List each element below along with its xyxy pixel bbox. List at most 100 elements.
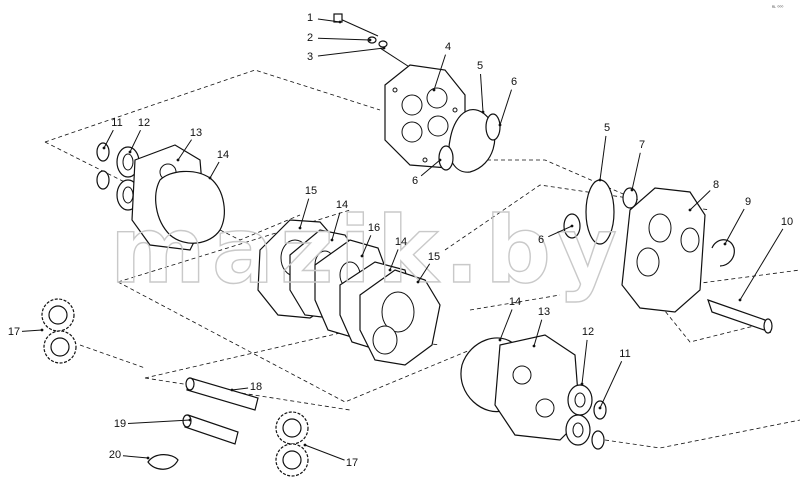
callout-c13b: 13 <box>532 306 550 348</box>
callout-label: 4 <box>445 41 451 53</box>
callout-leader-line <box>317 18 341 23</box>
callout-c11b: 11 <box>598 348 631 410</box>
callout-anchor-dot <box>360 254 364 258</box>
callout-anchor-dot <box>382 46 386 50</box>
callout-label: 14 <box>509 296 521 308</box>
callout-c15a: 15 <box>298 185 317 230</box>
callout-leader-line <box>689 190 711 211</box>
callout-leader-line <box>480 73 484 113</box>
callout-anchor-dot <box>580 382 584 386</box>
callout-anchor-dot <box>388 268 392 272</box>
callout-anchor-dot <box>368 38 372 42</box>
callout-anchor-dot <box>498 338 502 342</box>
callout-anchor-dot <box>176 158 180 162</box>
callout-anchor-dot <box>146 456 150 460</box>
callout-label: 14 <box>217 149 229 161</box>
callout-c6a: 6 <box>498 76 517 127</box>
callout-anchor-dot <box>102 146 106 150</box>
callout-c15b: 15 <box>416 251 440 284</box>
callout-leader-line <box>499 89 512 126</box>
callout-label: 11 <box>111 117 122 129</box>
callout-leader-line <box>299 198 310 229</box>
callout-label: 6 <box>412 175 418 187</box>
callout-leader-line <box>177 139 192 161</box>
callout-leader-line <box>533 319 543 347</box>
seal-rings-top <box>438 109 501 173</box>
callout-c8: 8 <box>688 179 719 212</box>
callout-leader-line <box>21 329 43 332</box>
callout-anchor-dot <box>570 224 574 228</box>
callout-c1: 1 <box>307 12 342 24</box>
callout-anchor-dot <box>432 88 436 92</box>
callout-label: 6 <box>511 76 517 88</box>
callout-anchor-dot <box>481 110 485 114</box>
callout-c9: 9 <box>723 196 751 246</box>
callout-c5a: 5 <box>477 60 485 114</box>
callout-c17b: 17 <box>303 443 358 469</box>
callout-anchor-dot <box>40 328 44 332</box>
callout-label: 1 <box>307 12 313 24</box>
callout-leader-line <box>599 135 607 181</box>
callout-label: 17 <box>346 457 358 469</box>
callout-anchor-dot <box>723 242 727 246</box>
front-cover-plate <box>384 64 466 169</box>
callout-anchor-dot <box>598 178 602 182</box>
callout-leader-line <box>389 249 399 271</box>
gear-pair-left <box>41 298 77 364</box>
callout-label: 12 <box>138 117 150 129</box>
callout-c20: 20 <box>109 449 150 461</box>
callout-label: 13 <box>538 306 550 318</box>
callout-c3: 3 <box>307 46 386 63</box>
callout-label: 20 <box>109 449 121 461</box>
callout-c6c: 6 <box>538 224 574 246</box>
callout-label: 12 <box>582 326 594 338</box>
callout-leader-line <box>420 159 441 177</box>
callout-label: 15 <box>305 185 317 197</box>
callout-leader-line <box>417 263 431 283</box>
callout-leader-line <box>122 455 149 459</box>
callout-label: 17 <box>8 326 20 338</box>
callout-c12a: 12 <box>128 117 150 154</box>
callout-anchor-dot <box>208 176 212 180</box>
callout-label: 7 <box>639 139 645 151</box>
callout-label: 16 <box>368 222 380 234</box>
callout-c14b: 14 <box>330 199 348 242</box>
callout-c5b: 5 <box>598 122 610 182</box>
callout-leader-line <box>548 225 573 238</box>
callout-label: 19 <box>114 418 126 430</box>
callout-c14c: 14 <box>388 236 407 272</box>
callout-leader-line <box>499 309 513 341</box>
callout-anchor-dot <box>688 208 692 212</box>
callout-leader-line <box>433 54 446 91</box>
callout-c12b: 12 <box>580 326 594 386</box>
callout-label: 3 <box>307 51 313 63</box>
callout-label: 11 <box>619 348 630 360</box>
callout-leader-line <box>129 129 141 153</box>
right-bearing-plate-group <box>460 334 607 450</box>
callout-label: 5 <box>604 122 610 134</box>
callout-c17a: 17 <box>8 326 44 338</box>
callout-c10: 10 <box>738 216 793 302</box>
callout-c14d: 14 <box>498 296 521 342</box>
callout-leader-line <box>581 339 588 385</box>
callout-anchor-dot <box>188 418 192 422</box>
callout-leader-line <box>127 419 191 425</box>
callout-c7: 7 <box>630 139 645 192</box>
callout-label: 5 <box>477 60 483 72</box>
callout-c14a: 14 <box>208 149 229 180</box>
callout-label: 14 <box>336 199 348 211</box>
callout-leader-line <box>331 212 341 241</box>
callout-c11a: 11 <box>102 117 123 150</box>
callout-label: 9 <box>745 196 751 208</box>
callout-label: 6 <box>538 234 544 246</box>
callout-label: 8 <box>713 179 719 191</box>
callout-leader-line <box>103 129 114 149</box>
corner-code: ᴿᴸ ⁰⁰⁰ <box>772 5 783 11</box>
bolt-assembly <box>333 13 415 71</box>
callout-anchor-dot <box>330 238 334 242</box>
watermark: mazik.by <box>110 197 623 304</box>
callout-leader-line <box>739 228 784 301</box>
callout-label: 10 <box>781 216 793 228</box>
callout-anchor-dot <box>532 344 536 348</box>
callout-anchor-dot <box>438 158 442 162</box>
